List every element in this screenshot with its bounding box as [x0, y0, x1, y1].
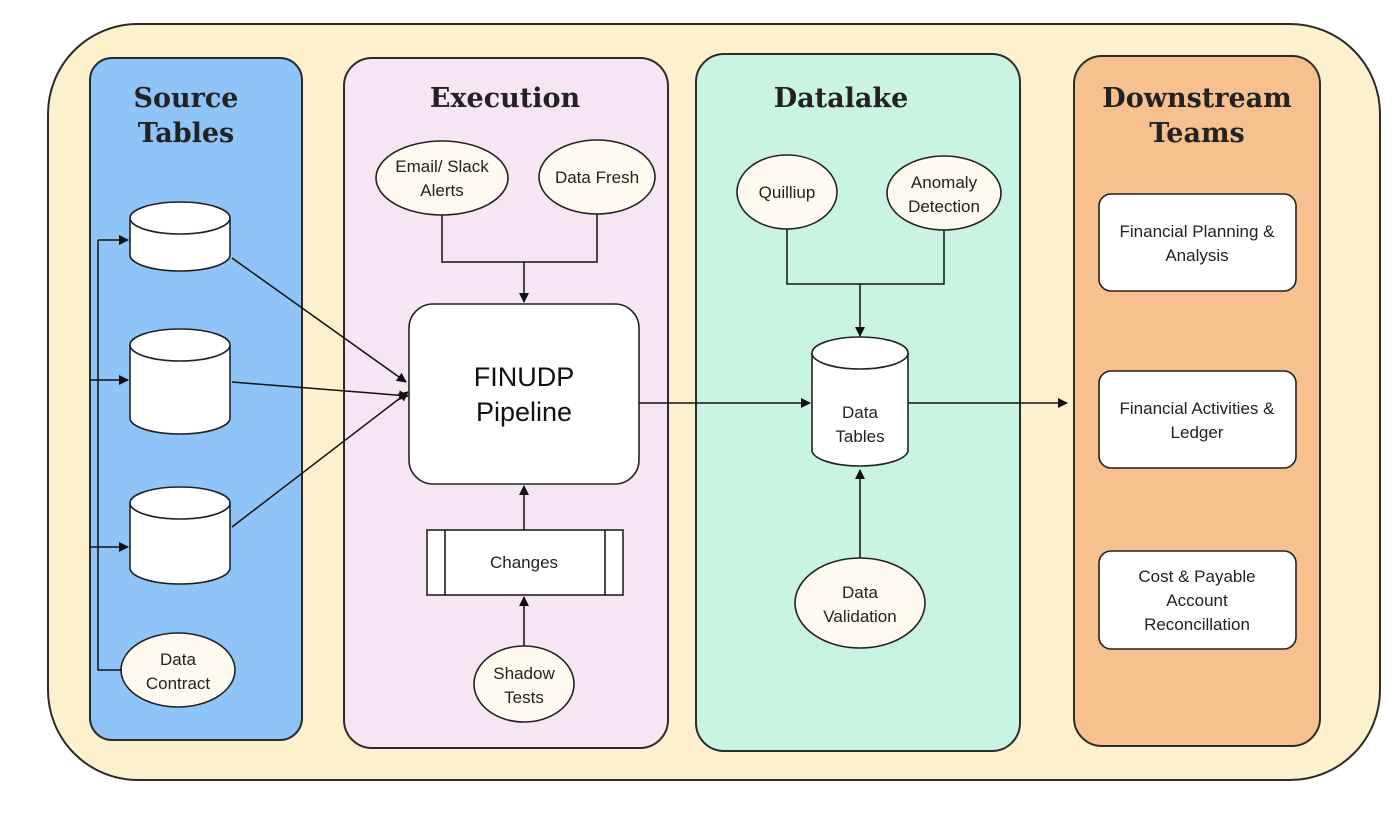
cost-label-line1: Cost & Payable [1138, 567, 1255, 586]
contract-connector-line [97, 240, 122, 671]
cost-label-line2: Account [1166, 591, 1228, 610]
pipeline-label-line1: FINUDP [474, 362, 575, 392]
source-to-pipeline-arrow [231, 391, 409, 528]
data-contract-label-line1: Data [160, 650, 196, 669]
lane-title-source-line2: Tables [138, 118, 235, 149]
activities-label-line1: Financial Activities & [1120, 399, 1276, 418]
financial-planning-node [1098, 193, 1297, 292]
source-table-cylinder [129, 328, 231, 435]
anomaly-label-line1: Anomaly [911, 173, 978, 192]
data-validation-label-line1: Data [842, 583, 878, 602]
source-table-cylinder [129, 201, 231, 272]
cost-label-line3: Reconcillation [1144, 615, 1250, 634]
data-validation-node [794, 557, 926, 649]
finudp-pipeline-node [408, 303, 640, 485]
data-fresh-label: Data Fresh [555, 168, 639, 187]
source-table-cylinder [129, 486, 231, 585]
lane-title-downstream-line1: Downstream [1102, 83, 1291, 114]
alerts-connector [441, 214, 598, 263]
anomaly-detection-node [886, 155, 1002, 231]
data-tables-cylinder [811, 336, 909, 467]
data-contract-node [120, 632, 236, 708]
validators-connector [786, 229, 945, 285]
shadow-tests-label-line1: Shadow [493, 664, 555, 683]
email-slack-label-line2: Alerts [420, 181, 463, 200]
lane-title-source-line1: Source [134, 83, 239, 114]
activities-label-line2: Ledger [1171, 423, 1224, 442]
changes-label: Changes [490, 553, 558, 572]
data-validation-label-line2: Validation [823, 607, 896, 626]
quilliup-label: Quilliup [759, 183, 816, 202]
cost-payable-node [1098, 550, 1297, 650]
data-tables-label-line1: Data [842, 403, 878, 422]
data-contract-label-line2: Contract [146, 674, 211, 693]
financial-activities-node [1098, 370, 1297, 469]
anomaly-label-line2: Detection [908, 197, 980, 216]
shadow-tests-label-line2: Tests [504, 688, 544, 707]
email-slack-alerts-node [375, 140, 509, 216]
shadow-tests-node [473, 645, 575, 723]
data-tables-label-line2: Tables [835, 427, 884, 446]
lane-title-execution: Execution [430, 83, 581, 114]
pipeline-label-line2: Pipeline [476, 397, 572, 427]
email-slack-label-line1: Email/ Slack [395, 157, 489, 176]
changes-process-node [426, 529, 624, 596]
fpa-label-line2: Analysis [1165, 246, 1228, 265]
source-to-pipeline-arrow [231, 257, 407, 383]
source-to-pipeline-arrow [231, 381, 409, 401]
lane-title-downstream-line2: Teams [1149, 118, 1244, 149]
lane-title-datalake: Datalake [774, 83, 909, 114]
fpa-label-line1: Financial Planning & [1120, 222, 1276, 241]
